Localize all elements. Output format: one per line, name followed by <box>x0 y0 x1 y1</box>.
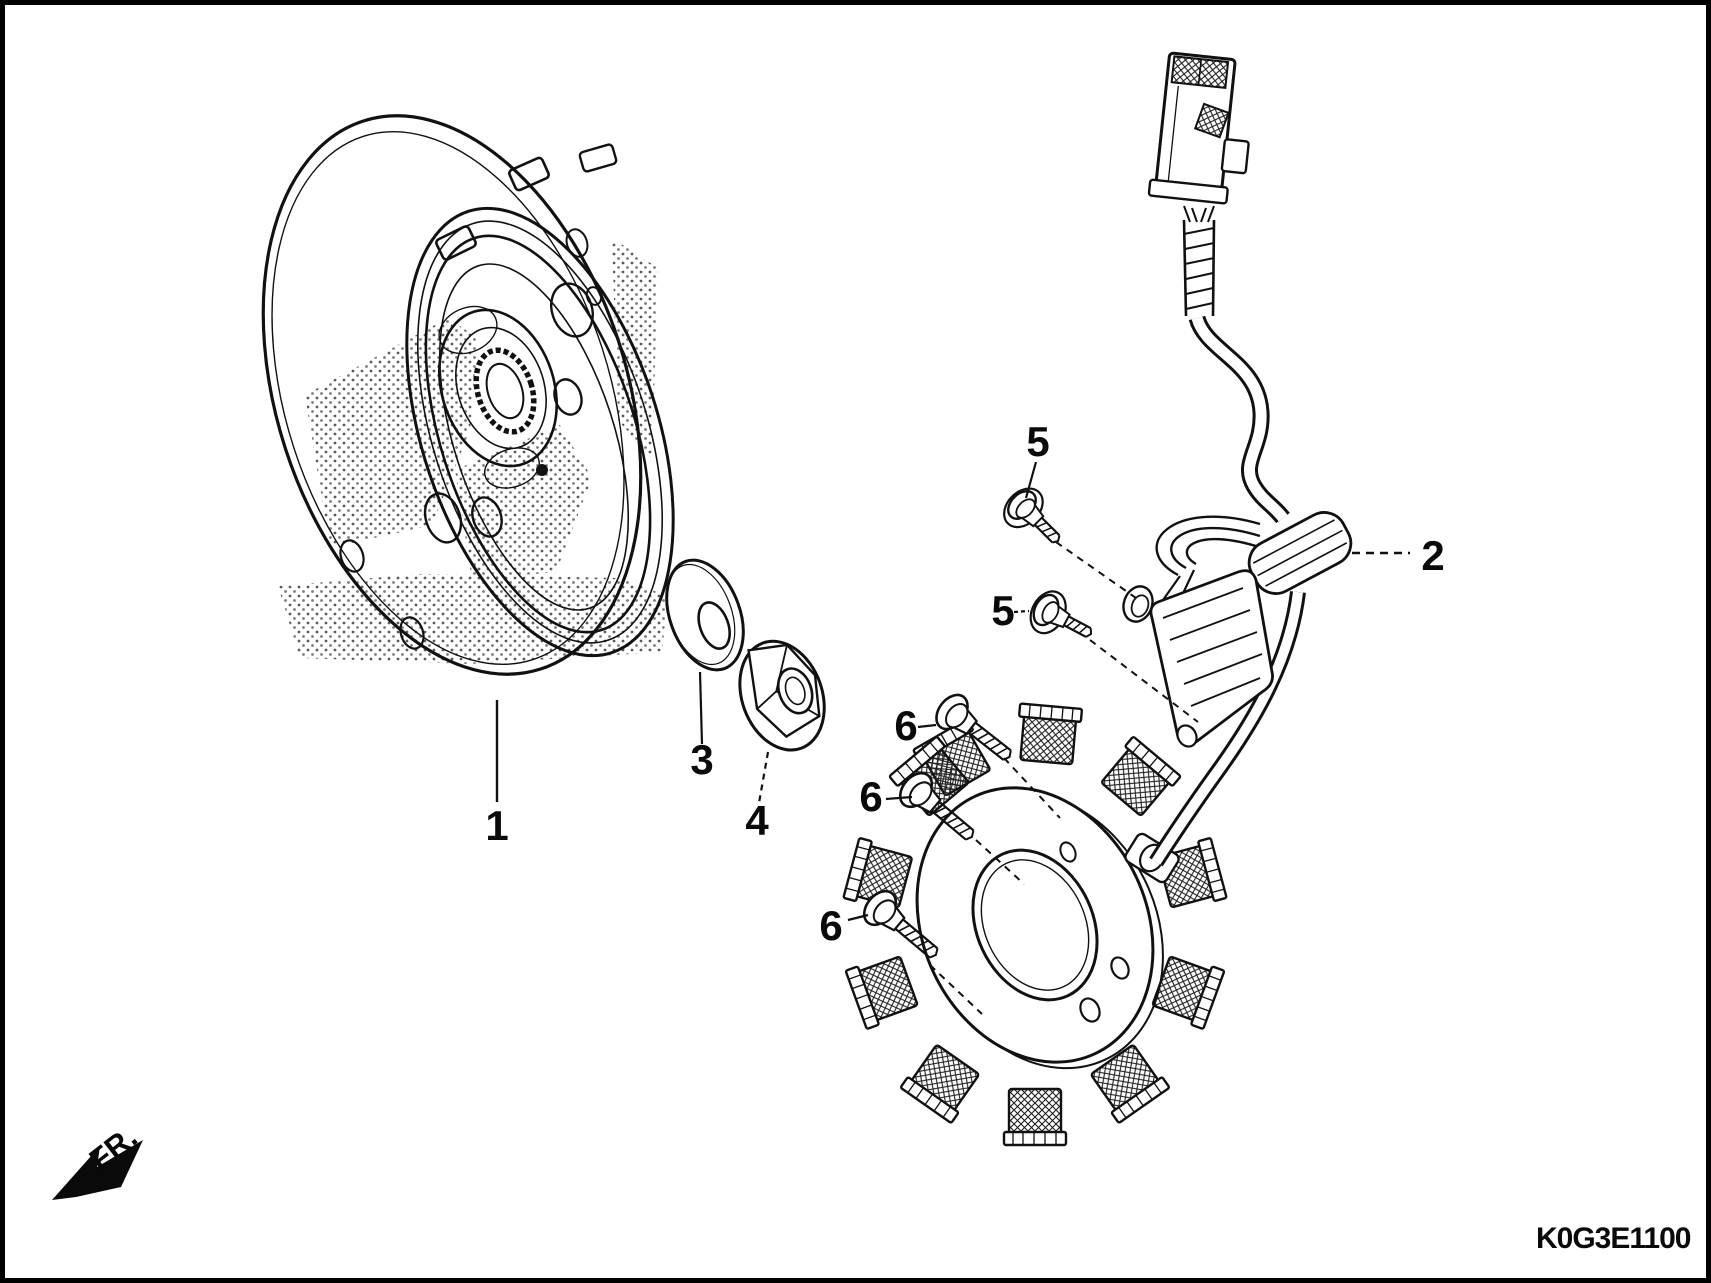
leader-lines <box>495 461 1410 1015</box>
part-callout-4: 4 <box>745 797 769 844</box>
flywheel-rotor <box>261 114 675 676</box>
part-callout-3: 3 <box>690 736 713 783</box>
stator-coil-assembly <box>842 702 1228 1147</box>
regulator-unit <box>1122 569 1274 748</box>
part-callout-6b: 6 <box>859 773 882 820</box>
tape-wrap <box>1247 511 1353 595</box>
part-callout-2: 2 <box>1421 532 1444 579</box>
part-callout-1: 1 <box>485 802 508 849</box>
part-callout-6c: 6 <box>819 902 842 949</box>
part-callout-5b: 5 <box>991 587 1014 634</box>
harness-connector <box>1147 51 1250 205</box>
front-arrow-icon <box>52 1140 143 1200</box>
part-callout-6a: 6 <box>894 702 917 749</box>
flange-nut <box>738 639 826 752</box>
spiral-wrap <box>1182 219 1216 317</box>
thrust-washer <box>665 558 745 672</box>
drawing-code: K0G3E1100 <box>1536 1222 1691 1255</box>
part-callout-5a: 5 <box>1026 418 1049 465</box>
wire-harness <box>1147 51 1353 867</box>
